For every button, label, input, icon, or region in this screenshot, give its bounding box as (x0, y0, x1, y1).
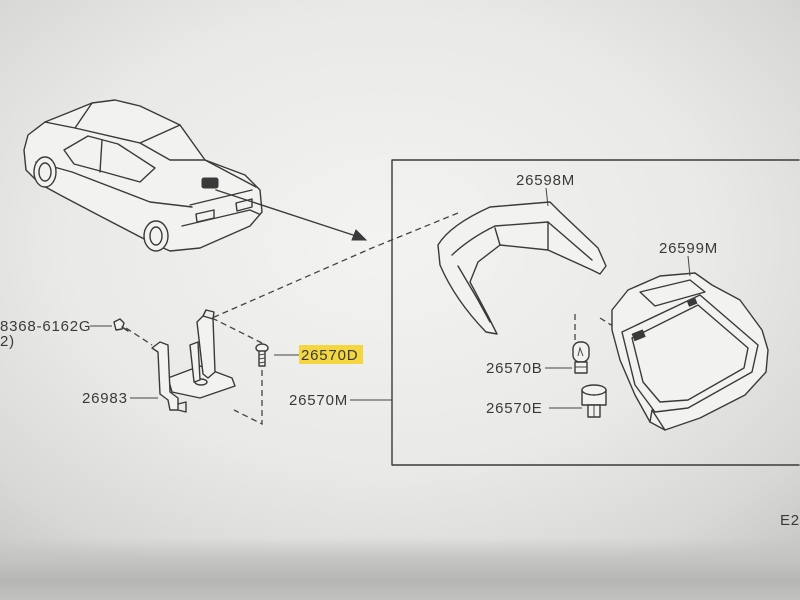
label-screw: 8368-6162G (0, 318, 91, 335)
location-arrow (215, 189, 368, 241)
car-illustration (23, 99, 263, 252)
label-screw-qty: 2) (0, 333, 15, 350)
label-body: 26599M (659, 240, 718, 257)
label-assembly: 26570M (289, 392, 348, 409)
high-mount-lamp-marker (201, 177, 219, 189)
lamp-body (611, 272, 769, 431)
leader-lines (90, 187, 691, 409)
label-highlight (299, 345, 363, 364)
detail-frame (391, 159, 800, 466)
label-bracket: 26983 (82, 390, 128, 407)
lamp-cover (437, 201, 607, 335)
bracket (151, 309, 236, 413)
bolt (255, 343, 269, 367)
monitor-bezel (0, 538, 800, 600)
label-cover: 26598M (516, 172, 575, 189)
label-bolt: 26570D (301, 347, 358, 364)
bulb (572, 341, 590, 374)
page-code: E2 (780, 512, 800, 529)
screw (113, 318, 129, 332)
label-bulb: 26570B (486, 360, 543, 377)
label-socket: 26570E (486, 400, 543, 417)
socket (581, 384, 607, 418)
